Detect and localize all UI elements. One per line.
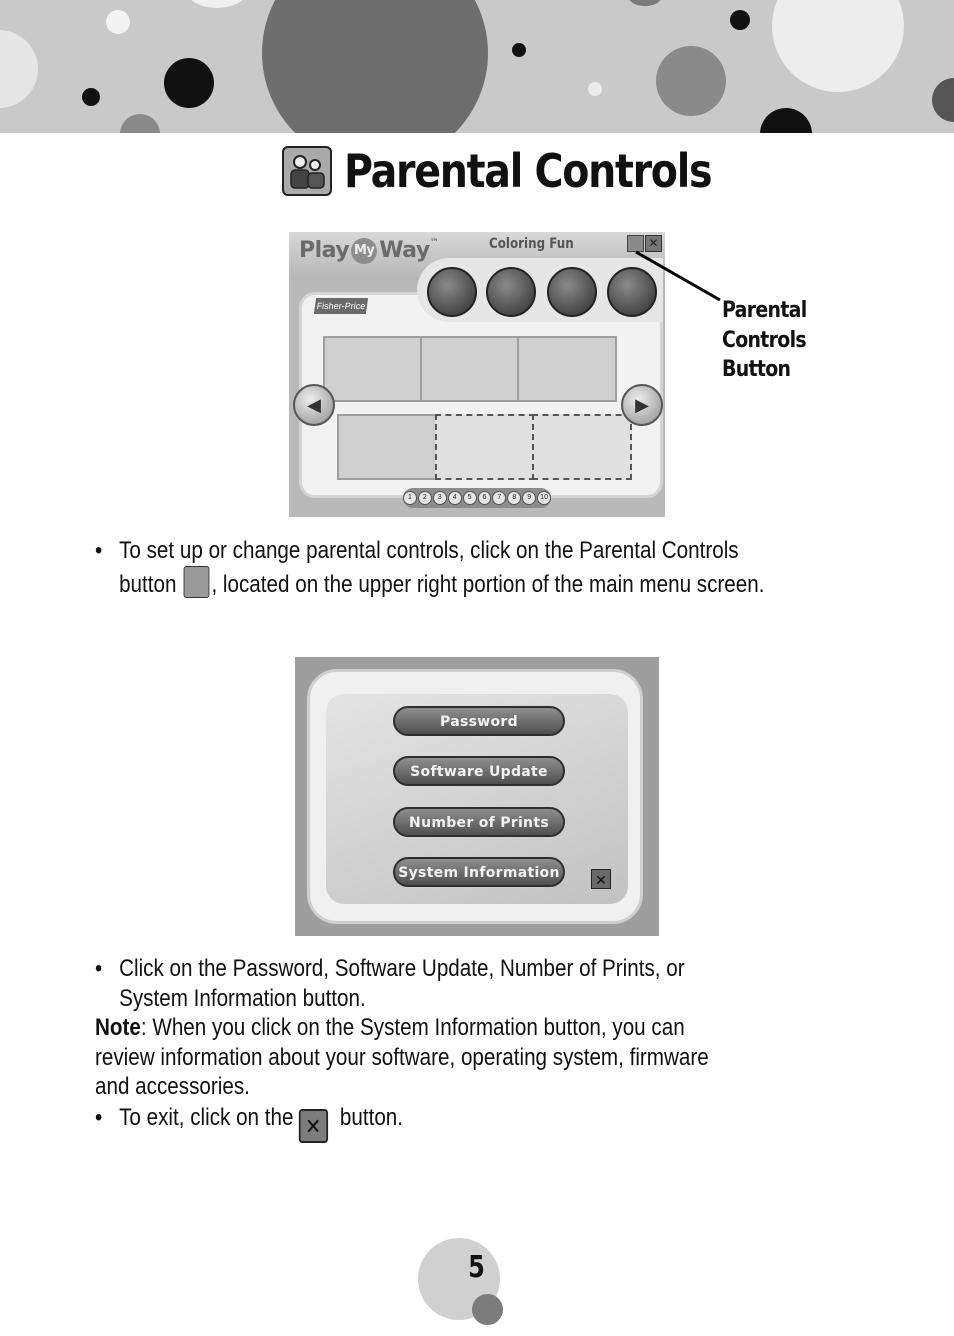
coloring-page-thumbnail[interactable] [420, 336, 520, 402]
coloring-page-thumbnail[interactable] [435, 414, 535, 480]
parental-controls-button[interactable] [627, 235, 644, 252]
close-button[interactable]: ✕ [645, 235, 662, 252]
close-icon: ✕ [298, 1108, 328, 1143]
page-number-dot [472, 1294, 503, 1325]
parental-controls-menu-screenshot: Password Software Update Number of Print… [295, 657, 659, 936]
coloring-page-thumbnail[interactable] [532, 414, 632, 480]
coloring-page-thumbnail[interactable] [323, 336, 423, 402]
number-of-prints-button[interactable]: Number of Prints [393, 807, 565, 837]
previous-arrow-icon[interactable]: ◀ [293, 384, 335, 426]
decorative-dot-banner [0, 0, 954, 133]
page-title: Parental Controls [344, 144, 713, 198]
parental-controls-icon [183, 565, 210, 598]
page-dot[interactable]: 8 [507, 491, 522, 505]
page-dot[interactable]: 4 [447, 491, 462, 505]
parental-controls-callout: Parental Controls Button [722, 298, 807, 382]
activity-title: Coloring Fun [489, 236, 574, 252]
coloring-page-thumbnail[interactable] [337, 414, 437, 480]
close-button[interactable]: ✕ [591, 869, 611, 889]
note-label: Note [95, 1014, 141, 1041]
brush-category-icon[interactable] [547, 267, 597, 317]
brand-badge: Fisher-Price [313, 298, 369, 314]
page-dot[interactable]: 7 [492, 491, 507, 505]
parental-controls-icon [282, 146, 332, 196]
page-header: Parental Controls [282, 140, 771, 202]
instruction-setup: •To set up or change parental controls, … [95, 537, 765, 598]
instruction-menu: •Click on the Password, Software Update,… [95, 954, 709, 1143]
page-dot[interactable]: 1 [402, 491, 417, 505]
page-dot[interactable]: 9 [522, 491, 537, 505]
password-button[interactable]: Password [393, 706, 565, 736]
page-dot[interactable]: 10 [537, 491, 552, 505]
page-dot[interactable]: 6 [477, 491, 492, 505]
page-dot[interactable]: 2 [417, 491, 432, 505]
art-tools-category-icon[interactable] [486, 267, 536, 317]
software-update-button[interactable]: Software Update [393, 756, 565, 786]
crayons-category-icon[interactable] [427, 267, 477, 317]
page-dot[interactable]: 5 [462, 491, 477, 505]
stamps-category-icon[interactable] [607, 267, 657, 317]
next-arrow-icon[interactable]: ▶ [621, 384, 663, 426]
system-information-button[interactable]: System Information [393, 857, 565, 887]
callout-leader-line [635, 250, 721, 302]
page-number: 5 [468, 1250, 485, 1285]
page-dot[interactable]: 3 [432, 491, 447, 505]
page-selector: 1 2 3 4 5 6 7 8 9 10 [402, 488, 552, 508]
coloring-page-thumbnail[interactable] [517, 336, 617, 402]
